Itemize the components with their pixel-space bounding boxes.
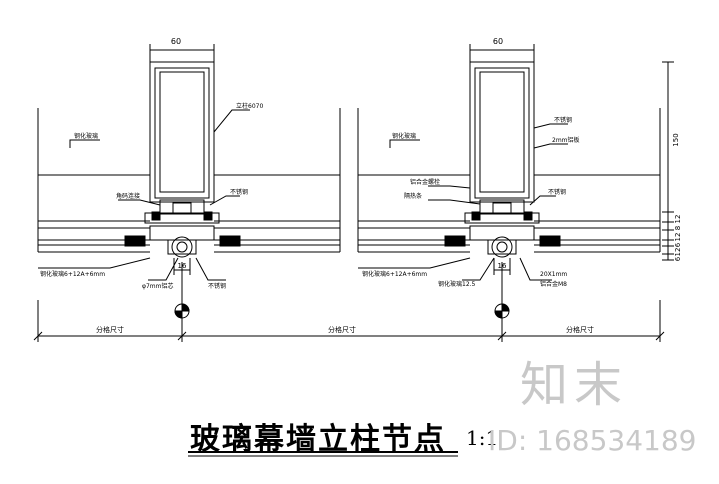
right-top-dim: 60 bbox=[493, 37, 503, 46]
bottom-dim-middle: 分格尺寸 bbox=[328, 325, 356, 334]
left-tag-mullion: 立柱6070 bbox=[236, 102, 263, 110]
right-tag-glass: 钢化玻璃 bbox=[392, 132, 416, 140]
left-tag-steel-a: 不锈钢 bbox=[230, 188, 248, 196]
watermark-id: ID: 168534189 bbox=[488, 424, 697, 457]
left-tag-insulated-glass: 钢化玻璃6+12A+6mm bbox=[40, 270, 105, 278]
right-tag-insulated-glass: 钢化玻璃6+12A+6mm bbox=[362, 270, 427, 278]
right-dim-6a: 6 bbox=[674, 242, 682, 247]
right-gap-dim: 16 bbox=[498, 262, 507, 270]
watermark-logo: 知末 bbox=[520, 357, 629, 413]
right-dim-150: 150 bbox=[672, 133, 680, 146]
left-tag-core: φ7mm铝芯 bbox=[142, 282, 173, 290]
right-node bbox=[357, 44, 674, 330]
left-tag-bracket: 角码连接 bbox=[116, 192, 140, 200]
right-tag-steel: 不锈钢 bbox=[554, 116, 572, 124]
left-gap-dim: 16 bbox=[178, 262, 187, 270]
right-tag-thermal-break: 隔热条 bbox=[404, 192, 422, 200]
bottom-dim-left: 分格尺寸 bbox=[96, 325, 124, 334]
right-dim-12c: 12 bbox=[674, 248, 682, 257]
right-dim-12a: 12 bbox=[674, 215, 682, 224]
right-dim-12b: 12 bbox=[674, 233, 682, 242]
right-tag-alu-plate: 2mm铝板 bbox=[552, 136, 580, 144]
right-dim-6b: 6 bbox=[674, 256, 682, 261]
right-tag-glass-12: 钢化玻璃12.5 bbox=[438, 280, 476, 288]
right-tag-m8: 铝合金M8 bbox=[540, 280, 567, 288]
left-top-dim: 60 bbox=[171, 37, 181, 46]
left-tag-glass: 钢化玻璃 bbox=[74, 132, 98, 140]
right-tag-bolt: 铝合金螺栓 bbox=[410, 178, 440, 186]
left-node bbox=[37, 44, 341, 330]
right-dim-8: 8 bbox=[674, 226, 682, 230]
bottom-dim-right: 分格尺寸 bbox=[566, 325, 594, 334]
right-tag-steel-b: 不锈钢 bbox=[548, 188, 566, 196]
drawing-title: 玻璃幕墙立柱节点 bbox=[190, 422, 446, 457]
drawing-scale: 1:1 bbox=[466, 426, 499, 450]
bottom-dimension bbox=[33, 300, 665, 342]
left-tag-steel-b: 不锈钢 bbox=[208, 282, 226, 290]
right-tag-strip: 20X1mm bbox=[540, 271, 567, 278]
